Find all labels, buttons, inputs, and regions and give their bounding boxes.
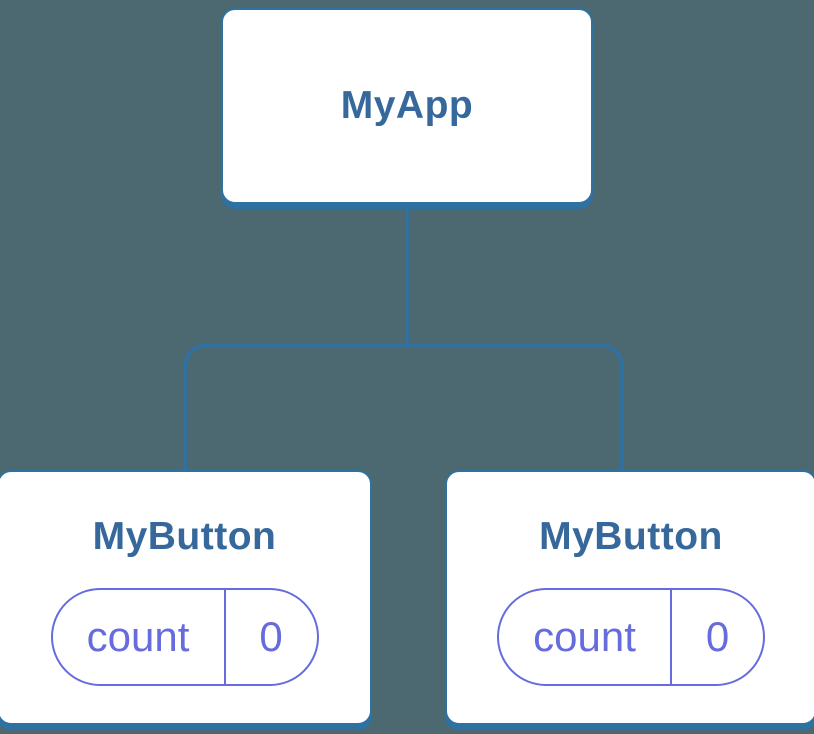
branch-line (183, 343, 624, 476)
state-value: 0 (670, 590, 763, 684)
root-component-card: MyApp (221, 8, 593, 204)
root-component-label: MyApp (340, 84, 474, 127)
state-pill: count 0 (50, 588, 319, 686)
state-key: count (86, 613, 190, 660)
state-key: count (533, 613, 636, 660)
button-component-card-left: MyButton count 0 (0, 470, 372, 725)
state-pill: count 0 (497, 588, 765, 686)
state-value: 0 (223, 590, 317, 684)
button-component-label: MyButton (539, 515, 723, 558)
button-component-card-right: MyButton count 0 (445, 470, 814, 725)
button-component-label: MyButton (92, 515, 277, 558)
